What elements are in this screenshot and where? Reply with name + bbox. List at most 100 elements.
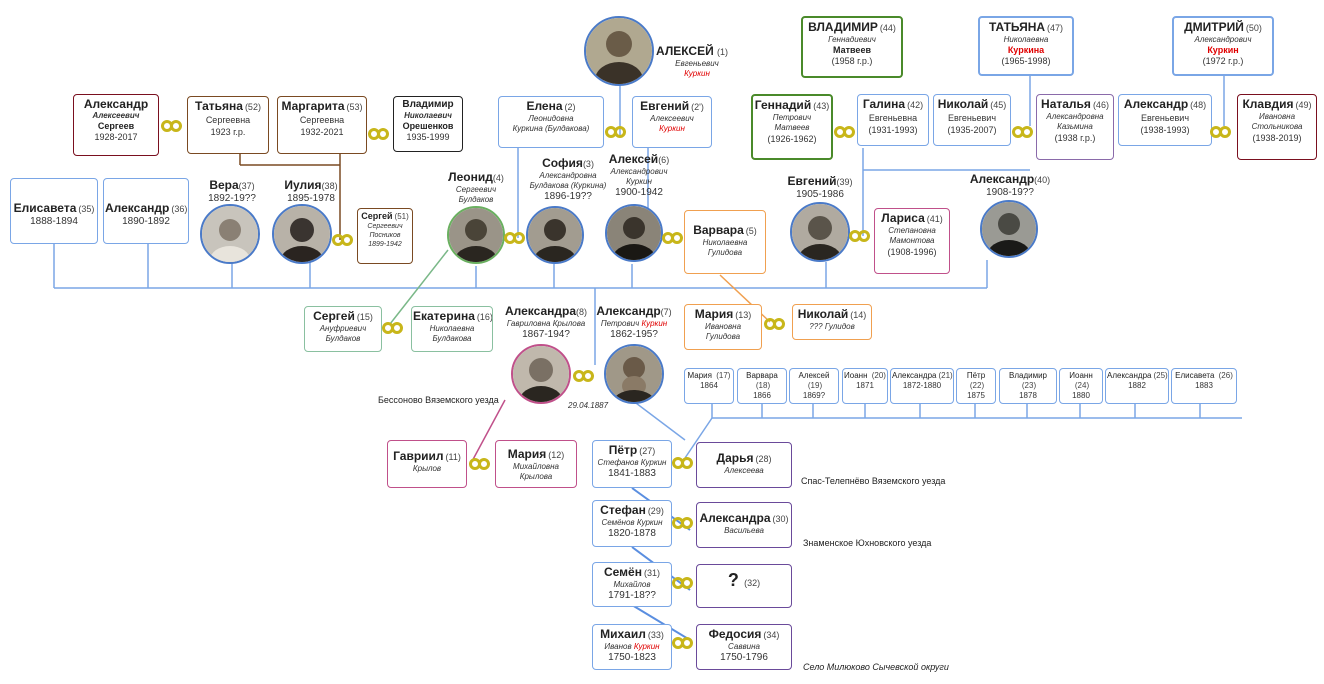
person-card-43[interactable]: Геннадий(43) Петрович Матвеев (1926-1962…	[751, 94, 833, 160]
person-surname: Куркин	[636, 518, 663, 527]
place-milyukovo: Село Милюково Сычевской округи	[803, 662, 949, 672]
person-card-5[interactable]: Варвара(5) Николаевна Гулидова	[684, 210, 766, 274]
person-card-45[interactable]: Николай(45) Евгеньевич (1935-2007)	[933, 94, 1011, 146]
person-card-52[interactable]: Татьяна(52) Сергеевна 1923 г.р.	[187, 96, 269, 154]
person-number: (41)	[926, 214, 943, 224]
marriage-rings-icon	[1021, 126, 1033, 138]
person-card-19[interactable]: Алексей (19) 1869?	[789, 368, 839, 404]
person-years: 1899-1942	[368, 241, 402, 248]
person-years: (1931-1993)	[868, 125, 918, 135]
person-card-22[interactable]: Пётр (22) 1875	[956, 368, 996, 404]
person-card-14[interactable]: Николай(14) ??? Гулидов	[792, 304, 872, 340]
photo-vera-37[interactable]	[200, 204, 260, 264]
person-surname: Крылова	[519, 472, 553, 481]
person-card-2[interactable]: Елена(2) Леонидовна Куркина (Булдакова)	[498, 96, 604, 148]
marriage-rings-icon	[377, 128, 389, 140]
person-years: 1892-19??	[208, 193, 256, 204]
person-card-33[interactable]: Михаил(33) Иванов Куркин 1750-1823	[592, 624, 672, 670]
person-card-53[interactable]: Маргарита(53) Сергеевна 1932-2021	[277, 96, 367, 154]
marriage-rings-icon	[478, 458, 490, 470]
person-card-36[interactable]: Александр(36) 1890-1892	[103, 178, 189, 244]
person-name: Александра	[892, 371, 937, 380]
person-card-48[interactable]: Александр(48) Евгеньевич (1938-1993)	[1118, 94, 1212, 146]
person-number: (6)	[658, 155, 670, 165]
person-card-49[interactable]: Клавдия(49) Ивановна Стольникова (1938-2…	[1237, 94, 1317, 160]
person-card-34[interactable]: Федосия(34) Саввина 1750-1796	[696, 624, 792, 670]
person-patronymic: Ануфриевич	[319, 324, 367, 333]
person-card-24[interactable]: Иоанн (24) 1880	[1059, 368, 1103, 404]
photo-evgeny-39[interactable]	[790, 202, 850, 262]
person-years: 1905-1986	[796, 189, 844, 200]
portrait-icon	[528, 208, 582, 262]
person-number: (8)	[576, 307, 587, 317]
person-card-15[interactable]: Сергей(15) Ануфриевич Булдаков	[304, 306, 382, 352]
marriage-rings-icon	[681, 457, 693, 469]
person-card-17[interactable]: Мария (17) 1864	[684, 368, 734, 404]
photo-alexey-6[interactable]	[605, 204, 663, 262]
person-card-16[interactable]: Екатерина(16) Николаевна Булдакова	[411, 306, 493, 352]
person-card-28[interactable]: Дарья(28) Алексеева	[696, 442, 792, 488]
person-card-50[interactable]: ДМИТРИЙ(50) Александрович Куркин (1972 г…	[1172, 16, 1274, 76]
person-card-21[interactable]: Александра(21) 1872-1880	[890, 368, 954, 404]
person-years: 1875	[967, 391, 985, 400]
person-years: 1867-194?	[522, 329, 570, 340]
person-surname: Орешенков	[402, 121, 454, 131]
person-card-26[interactable]: Елисавета (26) 1883	[1171, 368, 1237, 404]
person-card-44[interactable]: ВЛАДИМИР(44) Геннадиевич Матвеев (1958 г…	[801, 16, 903, 78]
person-name: АЛЕКСЕЙ	[656, 44, 714, 58]
person-card-2b[interactable]: Евгений(2') Алексеевич Куркин	[632, 96, 712, 148]
person-number: (31)	[643, 568, 660, 578]
photo-iuliya-38[interactable]	[272, 204, 332, 264]
person-card-11[interactable]: Гавриил(11) Крылов	[387, 440, 467, 488]
person-card-27[interactable]: Пётр(27) Стефанов Куркин 1841-1883	[592, 440, 672, 488]
person-patronymic: Евгеньевич	[1140, 113, 1190, 123]
person-card-sergeev[interactable]: Александр Алексеевич Сергеев 1928-2017	[73, 94, 159, 156]
person-card-30[interactable]: Александра(30) Васильева	[696, 502, 792, 548]
person-number: (50)	[1245, 23, 1262, 33]
person-card-47[interactable]: ТАТЬЯНА(47) Николаевна Куркина (1965-199…	[978, 16, 1074, 76]
person-surname: Крылова	[552, 319, 586, 328]
person-surname: Матвеев	[774, 123, 810, 132]
person-name: Иулия	[284, 178, 322, 192]
person-years: 1932-2021	[300, 127, 344, 137]
photo-alexandra-8[interactable]	[511, 344, 571, 404]
person-card-12[interactable]: Мария(12) Михайловна Крылова	[495, 440, 577, 488]
person-name: Александр	[83, 97, 149, 111]
person-number: (49)	[1295, 100, 1312, 110]
person-name: Мария	[694, 307, 734, 321]
person-patronymic: Семёнов	[601, 518, 635, 527]
person-surname: Булдакова (Куркина)	[529, 181, 607, 190]
marriage-rings-icon	[341, 234, 353, 246]
person-name: Елена	[526, 99, 563, 113]
person-patronymic: Александрович	[1194, 35, 1252, 44]
person-card-51[interactable]: Сергей(51) Сергеевич Посников 1899-1942	[357, 208, 413, 264]
person-card-32[interactable]: ? (32)	[696, 564, 792, 608]
photo-sofia-3[interactable]	[526, 206, 584, 264]
person-patronymic: Николаевна	[429, 324, 475, 333]
person-patronymic: Евгеньевна	[868, 113, 918, 123]
photo-alexander-40[interactable]	[980, 200, 1038, 258]
person-number: (51)	[394, 212, 409, 221]
person-card-42[interactable]: Галина(42) Евгеньевна (1931-1993)	[857, 94, 929, 146]
person-patronymic: Евгеньевич	[947, 113, 997, 123]
person-card-25[interactable]: Александра(25) 1882	[1105, 368, 1169, 404]
photo-alexander-7[interactable]	[604, 344, 664, 404]
person-surname: Куркин	[659, 124, 685, 133]
unknown-person: ?	[727, 570, 739, 590]
photo-leonid-4[interactable]	[447, 206, 505, 264]
person-1[interactable]: АЛЕКСЕЙ (1) Евгеньевич Куркин	[656, 44, 738, 79]
person-card-20[interactable]: Иоанн (20) 1871	[842, 368, 888, 404]
person-card-oreshenkov[interactable]: Владимир Николаевич Орешенков 1935-1999	[393, 96, 463, 152]
person-name: Александр	[105, 201, 170, 215]
person-card-29[interactable]: Стефан(29) Семёнов Куркин 1820-1878	[592, 500, 672, 547]
photo-alexey-1[interactable]	[584, 16, 654, 86]
person-card-23[interactable]: Владимир (23) 1878	[999, 368, 1057, 404]
person-patronymic: Петрович	[772, 113, 812, 122]
person-card-31[interactable]: Семён(31) Михайлов 1791-18??	[592, 562, 672, 607]
person-card-46[interactable]: Наталья(46) Александровна Казьмина (1938…	[1036, 94, 1114, 160]
person-card-35[interactable]: Елисавета(35) 1888-1894	[10, 178, 98, 244]
person-card-18[interactable]: Варвара (18) 1866	[737, 368, 787, 404]
person-surname: ??? Гулидов	[809, 322, 855, 331]
person-card-41[interactable]: Лариса(41) Степановна Мамонтова (1908-19…	[874, 208, 950, 274]
person-card-13[interactable]: Мария(13) Ивановна Гулидова	[684, 304, 762, 350]
